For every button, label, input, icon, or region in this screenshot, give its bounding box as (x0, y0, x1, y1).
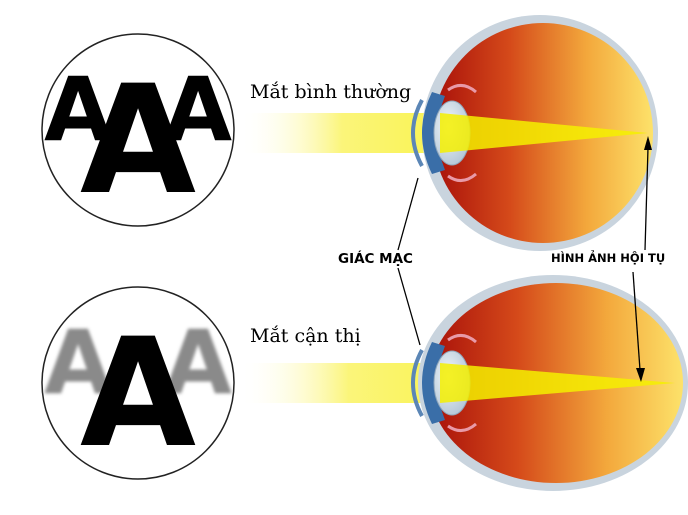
cornea-label: GIÁC MẠC (338, 250, 413, 267)
myopic-chart-circle (41, 286, 235, 480)
focus-arrow-down (632, 271, 641, 371)
normal-eye-group: A A A Mắt bình thường (41, 15, 658, 251)
myopic-chart-letters: A A A (44, 307, 232, 481)
normal-letter-center: A (80, 54, 196, 228)
myopic-ciliary-bottom (447, 422, 477, 432)
myopic-eyeball (411, 275, 688, 491)
myopic-eye-caption: Mắt cận thị (250, 325, 361, 347)
myopic-letter-center: A (80, 307, 196, 481)
normal-eyeball (411, 15, 658, 251)
focus-arrowhead-up (644, 136, 652, 150)
normal-chart-letters: A A A (44, 54, 232, 228)
focus-label: HÌNH ẢNH HỘI TỤ (551, 249, 665, 265)
normal-letter-left: A (44, 58, 112, 161)
focus-arrowhead-down (636, 368, 645, 382)
normal-ciliary-top (447, 84, 477, 94)
myopic-letter-left: A (44, 311, 112, 414)
normal-ciliary-bottom (447, 172, 477, 182)
myopic-ciliary-top (447, 334, 477, 344)
normal-focused-beam (440, 113, 648, 153)
cornea-pointer-bottom (397, 267, 421, 346)
focus-arrow-up (644, 147, 649, 251)
myopic-focused-beam (440, 363, 675, 403)
myopic-cornea (411, 349, 424, 417)
annotations: GIÁC MẠC HÌNH ẢNH HỘI TỤ (338, 136, 665, 382)
myopic-eye-group: A A A Mắt cận thị (41, 275, 688, 491)
myopic-letter-right: A (164, 311, 232, 414)
normal-letter-right: A (164, 58, 232, 161)
normal-cornea (411, 99, 424, 167)
cornea-pointer-top (397, 177, 419, 251)
normal-eye-caption: Mắt bình thường (250, 81, 411, 103)
normal-chart-circle (41, 33, 235, 227)
